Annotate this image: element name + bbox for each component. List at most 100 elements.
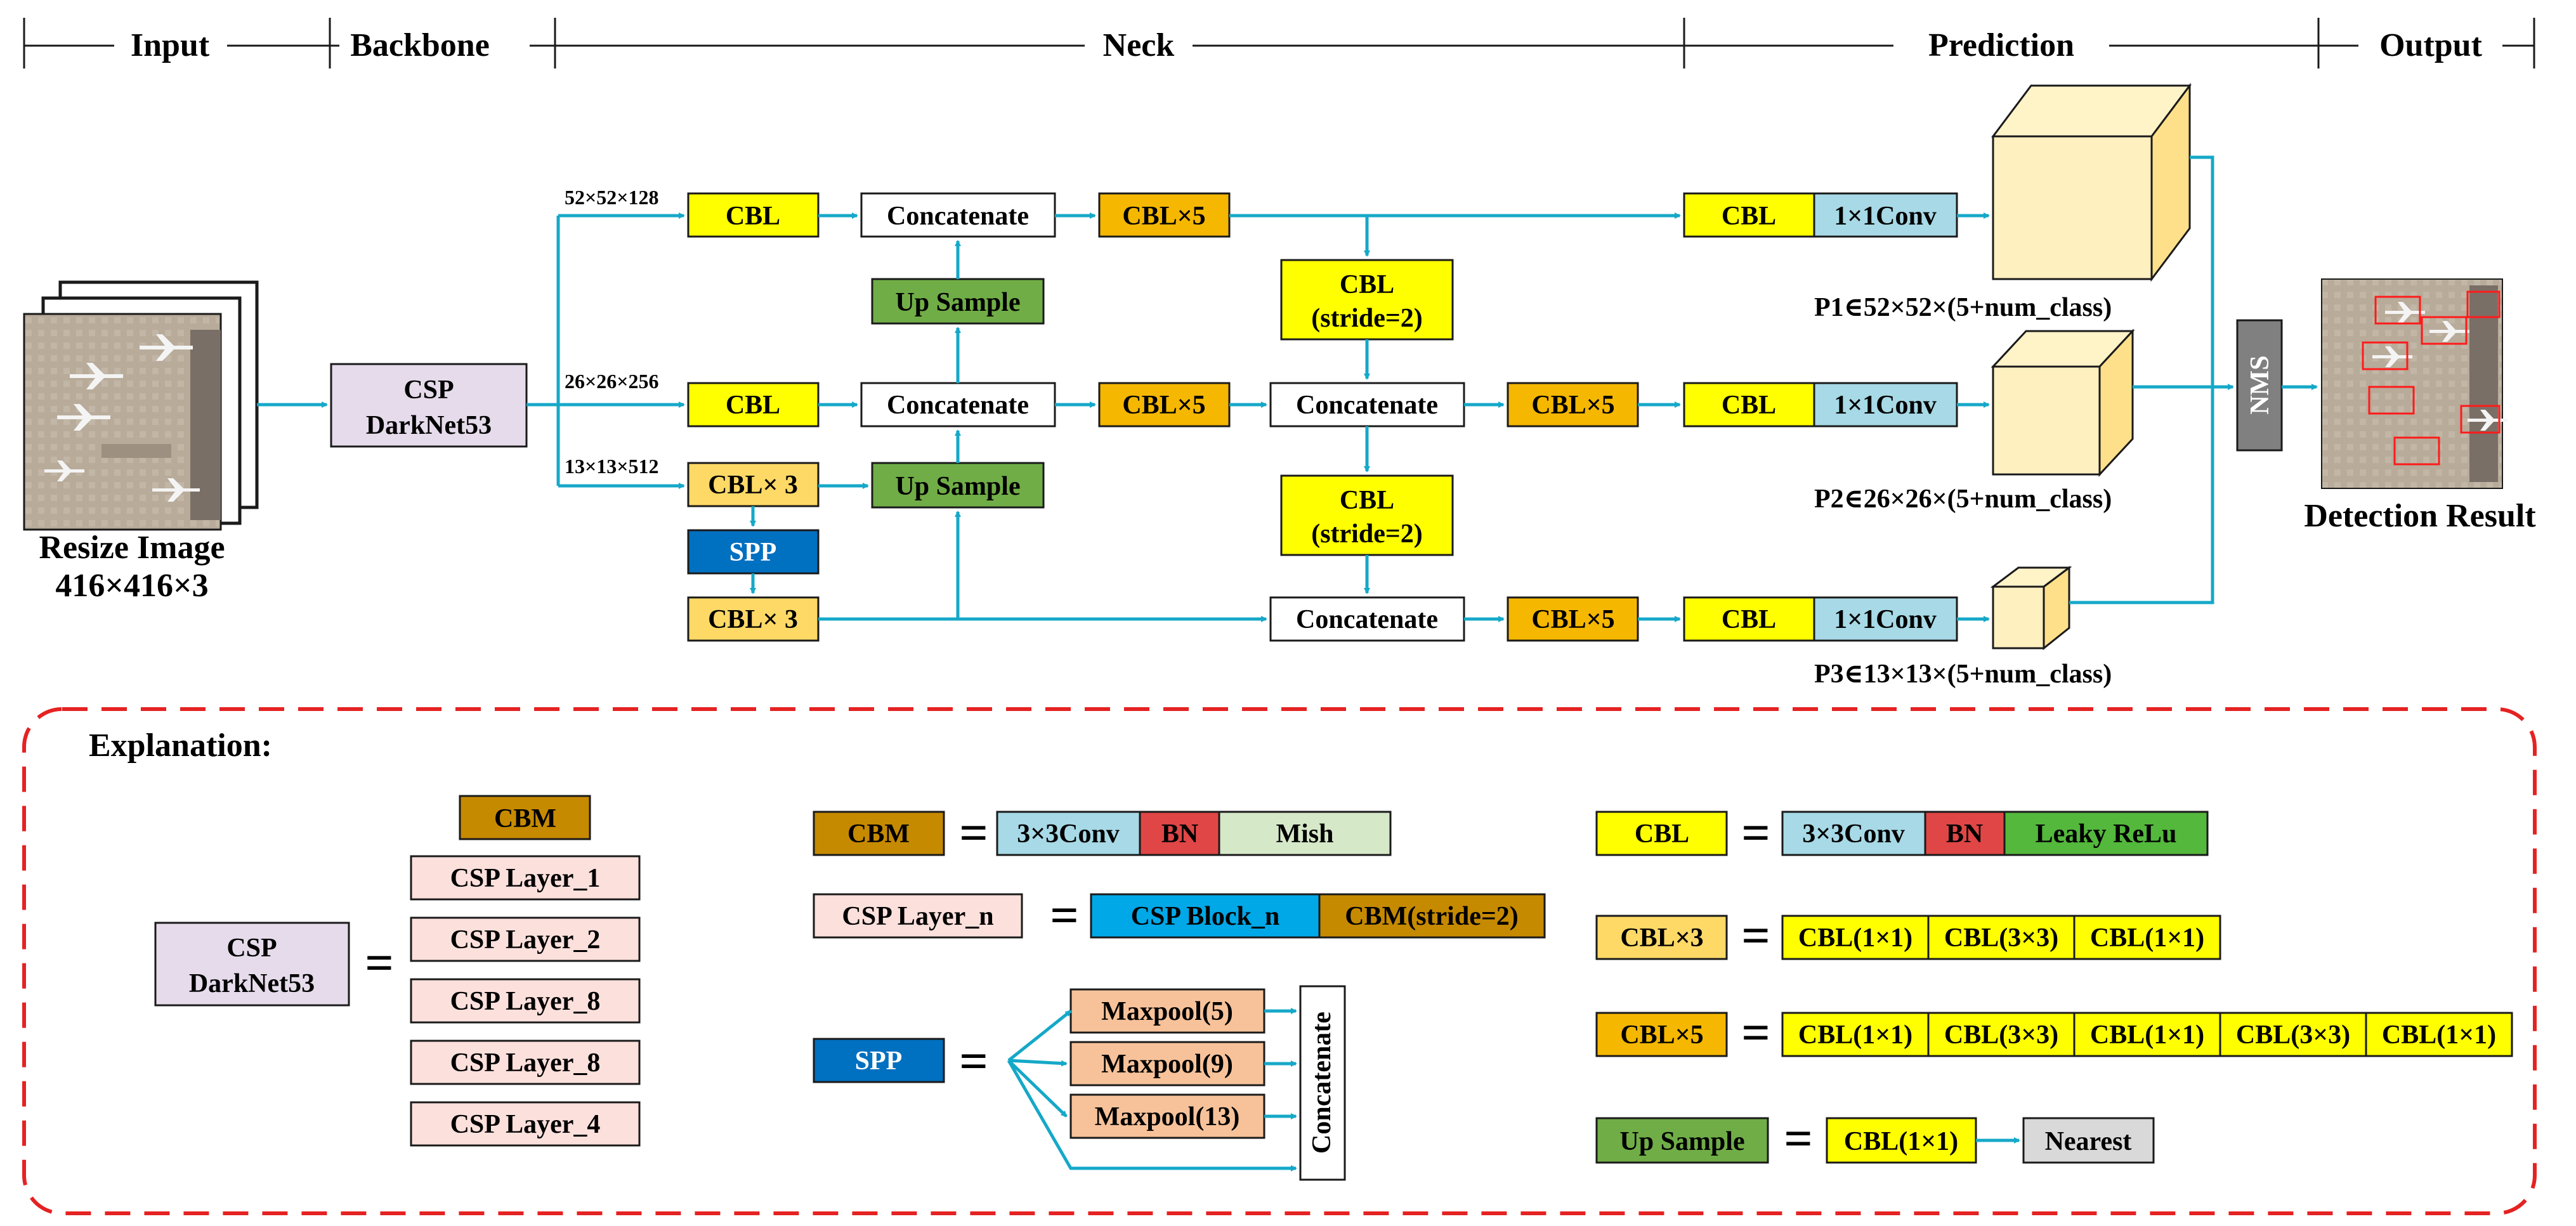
- legend-cbl5-label: CBL×5: [1620, 1021, 1703, 1050]
- legend-csp-layer-8b: CSP Layer_8: [410, 1040, 641, 1085]
- neck-cbl5-row2a-label: CBL×5: [1122, 391, 1205, 420]
- neck-cbl5-row3: CBL×5: [1507, 596, 1639, 642]
- pred-p2-label: P2∈26×26×(5+num_class): [1814, 485, 2112, 514]
- legend-spp-label: SPP: [855, 1047, 903, 1076]
- explanation-title: Explanation:: [89, 727, 272, 764]
- feature-dim-52: 52×52×128: [565, 186, 658, 209]
- cbl3-part3-label: CBL(1×1): [2090, 923, 2204, 953]
- neck-concat-row1-label: Concatenate: [887, 202, 1029, 231]
- legend-csp-layer-1-label: CSP Layer_1: [450, 864, 601, 893]
- neck-concat-row3-label: Concatenate: [1296, 605, 1438, 634]
- neck-cbl-stride-lower-l2: (stride=2): [1311, 519, 1423, 549]
- detection-result-image: Detection Result: [2304, 278, 2536, 534]
- neck-cbl-row2: CBL: [687, 382, 820, 427]
- equals-cbl5: =: [1741, 1005, 1770, 1061]
- legend-csp-layer-8a-label: CSP Layer_8: [450, 987, 601, 1016]
- equals-cbl: =: [1741, 805, 1770, 861]
- neck-cbl-row2-label: CBL: [726, 391, 780, 420]
- neck-upsample-upper-label: Up Sample: [895, 288, 1020, 317]
- maxpool-13-label: Maxpool(13): [1095, 1102, 1240, 1131]
- csp-block-label: CSP Block_n: [1131, 902, 1280, 931]
- neck-cbl3-upper-label: CBL× 3: [708, 471, 798, 500]
- nms-label: NMS: [2246, 355, 2275, 414]
- neck-upsample-lower-label: Up Sample: [895, 472, 1020, 501]
- backbone-line2: DarkNet53: [366, 411, 492, 440]
- cbl5-part1-label: CBL(1×1): [1798, 1021, 1912, 1050]
- equals-csp-layer: =: [1050, 888, 1079, 944]
- neck-cbl-stride-upper-l2: (stride=2): [1311, 304, 1423, 333]
- legend-csp-line2: DarkNet53: [189, 969, 315, 998]
- spp-concat-label: Concatenate: [1307, 1012, 1337, 1154]
- equals-spp: =: [959, 1034, 988, 1090]
- legend-csp-layer-n-label: CSP Layer_n: [842, 902, 993, 931]
- neck-cbl-stride-lower-l1: CBL: [1340, 486, 1394, 515]
- prediction-head-p1: CBL 1×1Conv: [1683, 192, 1958, 238]
- stage-backbone-label: Backbone: [350, 27, 490, 63]
- cbl-conv-label: 3×3Conv: [1802, 819, 1905, 849]
- equals-upsample: =: [1784, 1111, 1813, 1167]
- legend-cbm-top-label: CBM: [494, 804, 556, 833]
- neck-spp: SPP: [687, 529, 820, 575]
- neck-cbl-stride-upper-l1: CBL: [1340, 270, 1394, 299]
- cbm-bn-label: BN: [1161, 819, 1198, 849]
- pred-p3-label: P3∈13×13×(5+num_class): [1814, 660, 2112, 689]
- neck-cbl5-row2a: CBL×5: [1098, 382, 1231, 427]
- pred-p1-label: P1∈52×52×(5+num_class): [1814, 293, 2112, 322]
- pred-cbl-p2-label: CBL: [1722, 391, 1776, 420]
- upsample-nearest-label: Nearest: [2045, 1127, 2132, 1156]
- legend-cbl3-label: CBL×3: [1620, 923, 1703, 953]
- cbl-bn-label: BN: [1946, 819, 1983, 849]
- neck-cbl5-row2b: CBL×5: [1507, 382, 1639, 427]
- legend-cbm-def: CBM = 3×3Conv BN Mish: [813, 805, 1392, 861]
- input-caption-line1: Resize Image: [39, 530, 225, 566]
- neck-cbl3-upper: CBL× 3: [687, 462, 820, 507]
- stage-output-label: Output: [2379, 27, 2483, 63]
- neck-cbl-row1: CBL: [687, 192, 820, 238]
- pred-cbl-p3-label: CBL: [1722, 605, 1776, 634]
- cbl5-part2-label: CBL(3×3): [1944, 1021, 2058, 1050]
- backbone-csp-darknet53: CSP DarkNet53: [330, 363, 528, 448]
- cbl3-part1-label: CBL(1×1): [1798, 923, 1912, 953]
- feature-dim-13: 13×13×512: [565, 455, 658, 478]
- legend-upsample-label: Up Sample: [1619, 1127, 1744, 1156]
- cbm-mish-label: Mish: [1276, 819, 1333, 849]
- stage-neck-label: Neck: [1103, 27, 1175, 63]
- neck-cbl3-lower-label: CBL× 3: [708, 605, 798, 634]
- neck-concat-row2-right: Concatenate: [1269, 382, 1465, 427]
- legend-cbl5-def: CBL×5 = CBL(1×1) CBL(3×3) CBL(1×1) CBL(3…: [1595, 1005, 2513, 1061]
- legend-upsample-def: Up Sample = CBL(1×1) Nearest: [1595, 1111, 2155, 1167]
- stage-input-label: Input: [131, 27, 210, 63]
- legend-csp-line1: CSP: [226, 934, 277, 963]
- neck-upsample-upper: Up Sample: [871, 278, 1045, 325]
- legend-csp-darknet53: CSP DarkNet53: [154, 922, 350, 1007]
- cbm-conv-label: 3×3Conv: [1017, 819, 1120, 849]
- stage-prediction-label: Prediction: [1928, 27, 2074, 63]
- legend-cbl-label: CBL: [1635, 819, 1689, 849]
- neck-connectors: [750, 212, 1681, 622]
- cbl-leaky-label: Leaky ReLu: [2036, 819, 2177, 849]
- neck-spp-label: SPP: [729, 538, 777, 567]
- pred-conv-p2-label: 1×1Conv: [1834, 391, 1937, 420]
- equals-cbm: =: [959, 805, 988, 861]
- prediction-head-p2: CBL 1×1Conv: [1683, 382, 1958, 427]
- legend-cbm-label: CBM: [847, 819, 910, 849]
- detection-result-label: Detection Result: [2304, 498, 2536, 534]
- legend-csp-layer-4-label: CSP Layer_4: [450, 1110, 601, 1139]
- legend-csp-layer-8a: CSP Layer_8: [410, 978, 641, 1024]
- backbone-neck-connectors: [526, 212, 685, 489]
- legend-csp-layer-2-label: CSP Layer_2: [450, 925, 601, 955]
- upsample-cbl-label: CBL(1×1): [1844, 1127, 1958, 1156]
- cbl5-part4-label: CBL(3×3): [2236, 1021, 2350, 1050]
- connectors-to-nms: [2069, 155, 2234, 604]
- input-image: [23, 313, 222, 531]
- maxpool-5-label: Maxpool(5): [1101, 997, 1233, 1026]
- legend-csp-layer-2: CSP Layer_2: [410, 916, 641, 962]
- pred-cbl-p1-label: CBL: [1722, 202, 1776, 231]
- airplane-icons: [44, 334, 200, 502]
- explanation-panel: [22, 707, 2537, 1215]
- neck-cbl5-row1: CBL×5: [1098, 192, 1231, 238]
- legend-csp-layer-1: CSP Layer_1: [410, 855, 641, 901]
- legend-cbm-top: CBM: [459, 795, 591, 840]
